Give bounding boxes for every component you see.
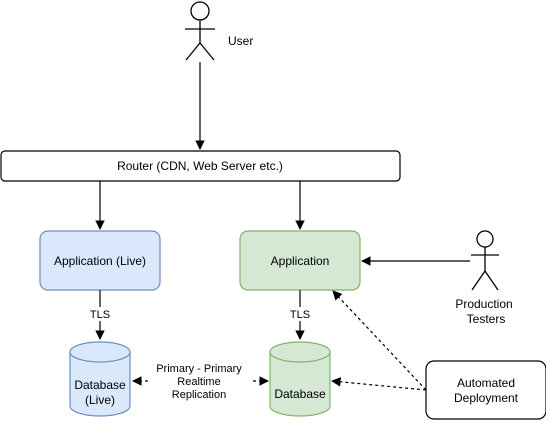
user-label: User xyxy=(228,34,253,48)
production-testers-label-line2: Testers xyxy=(467,312,506,326)
db-live-label-line1: Database xyxy=(74,378,126,392)
tls-label-bg xyxy=(288,307,312,321)
router-box[interactable] xyxy=(0,150,401,182)
replication-label-line3: Replication xyxy=(172,389,226,401)
tls-live-label: TLS xyxy=(90,309,110,321)
replication-label-line2: Realtime xyxy=(177,376,220,388)
replication-label-line1: Primary - Primary xyxy=(156,363,242,375)
db-label: Database xyxy=(274,387,326,401)
automated-deployment-label-line1: Automated xyxy=(457,376,515,390)
app-label: Application xyxy=(271,254,330,268)
production-testers-icon xyxy=(471,230,499,291)
automated-deployment-label-line2: Deployment xyxy=(454,391,519,405)
router-label: Router (CDN, Web Server etc.) xyxy=(117,159,283,173)
user-icon xyxy=(185,1,215,61)
tls-label: TLS xyxy=(290,309,310,321)
automated-deployment-box[interactable] xyxy=(425,360,546,420)
db-live-label-line2: (Live) xyxy=(85,393,115,407)
production-testers-label-line1: Production xyxy=(455,297,512,311)
app-live-label: Application (Live) xyxy=(54,254,146,268)
replication-label-bg xyxy=(148,360,250,402)
db-cylinder[interactable] xyxy=(269,341,331,417)
edge-deploy-db xyxy=(331,377,427,391)
db-live-cylinder[interactable] xyxy=(69,341,131,417)
edge-deploy-app xyxy=(332,290,427,391)
tls-live-label-bg xyxy=(88,307,112,321)
